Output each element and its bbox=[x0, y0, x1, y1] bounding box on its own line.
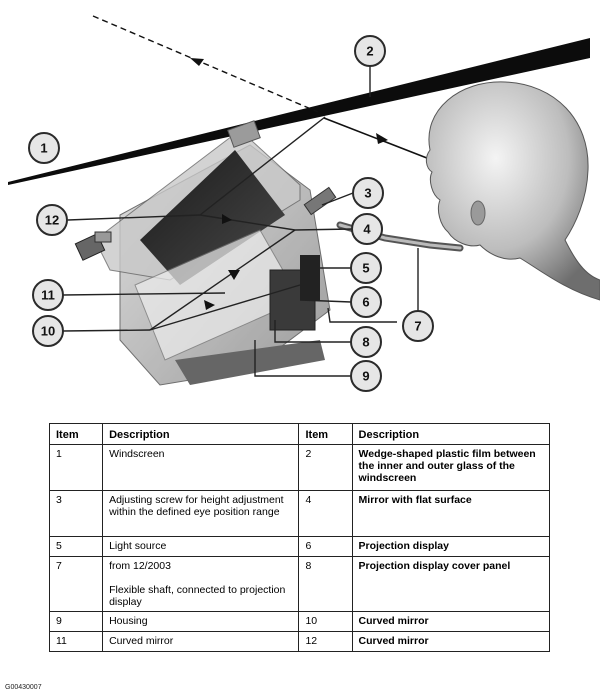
connector-icon bbox=[74, 231, 112, 261]
item-number: 6 bbox=[298, 536, 353, 557]
svg-text:2: 2 bbox=[366, 44, 373, 59]
item-description: Housing bbox=[102, 611, 300, 632]
item-description: Curved mirror bbox=[351, 611, 551, 632]
callout-1: 1 bbox=[28, 132, 60, 164]
item-description: Light source bbox=[102, 536, 300, 557]
item-description: Adjusting screw for height adjustment wi… bbox=[102, 490, 300, 537]
callout-2: 2 bbox=[354, 35, 386, 67]
svg-text:8: 8 bbox=[362, 335, 369, 350]
callout-6: 6 bbox=[350, 286, 382, 318]
item-description: Windscreen bbox=[102, 444, 300, 491]
header-item: Item bbox=[298, 423, 353, 445]
callout-5: 5 bbox=[350, 252, 382, 284]
callout-11: 11 bbox=[32, 279, 64, 311]
header-item: Item bbox=[48, 423, 104, 445]
table-row: 1 Windscreen 2 Wedge-shaped plastic film… bbox=[48, 444, 551, 491]
item-description: Projection display cover panel bbox=[351, 556, 551, 612]
virtual-image-ray bbox=[92, 15, 319, 113]
header-description: Description bbox=[102, 423, 300, 445]
item-number: 5 bbox=[48, 536, 104, 557]
item-number: 8 bbox=[298, 556, 353, 612]
callout-3: 3 bbox=[352, 177, 384, 209]
item-number: 4 bbox=[298, 490, 353, 537]
item-description: Projection display bbox=[351, 536, 551, 557]
internal-ray-arrow-icon bbox=[204, 300, 215, 310]
svg-text:6: 6 bbox=[362, 295, 369, 310]
internal-ray-3 bbox=[149, 229, 296, 331]
figure-code: G00430007 bbox=[5, 684, 42, 691]
item-number: 2 bbox=[298, 444, 353, 491]
item-number: 3 bbox=[48, 490, 104, 537]
hud-unit bbox=[94, 120, 331, 386]
item-description: Wedge-shaped plastic film between the in… bbox=[351, 444, 551, 491]
internal-ray-arrow-icon bbox=[228, 270, 240, 280]
item-number: 10 bbox=[298, 611, 353, 632]
driver-head bbox=[425, 81, 600, 301]
eye-ray-arrow-icon bbox=[376, 133, 388, 144]
callout-10: 10 bbox=[32, 315, 64, 347]
table-row: 3 Adjusting screw for height adjustment … bbox=[48, 490, 551, 537]
table-row: 11 Curved mirror 12 Curved mirror bbox=[48, 631, 551, 652]
item-number: 12 bbox=[298, 631, 353, 652]
item-description: from 12/2003 Flexible shaft, connected t… bbox=[102, 556, 300, 612]
internal-ray-4 bbox=[149, 284, 301, 331]
item-description: Curved mirror bbox=[351, 631, 551, 652]
legend-table: Item Description Item Description 1 Wind… bbox=[48, 423, 551, 652]
svg-text:11: 11 bbox=[41, 288, 55, 303]
item-number: 7 bbox=[48, 556, 104, 612]
hud-diagram: 1 2 3 4 5 6 7 8 9 10 11 12 bbox=[8, 15, 600, 392]
item-description: Curved mirror bbox=[102, 631, 300, 652]
svg-text:1: 1 bbox=[40, 141, 47, 156]
callout-4: 4 bbox=[351, 213, 383, 245]
svg-text:12: 12 bbox=[45, 213, 59, 228]
callout-9: 9 bbox=[350, 360, 382, 392]
ray-arrow-icon bbox=[190, 58, 204, 66]
internal-ray-2 bbox=[199, 214, 296, 231]
svg-text:10: 10 bbox=[41, 324, 55, 339]
svg-text:5: 5 bbox=[362, 261, 369, 276]
internal-ray-1 bbox=[199, 116, 326, 216]
table-row: 5 Light source 6 Projection display bbox=[48, 536, 551, 557]
svg-text:4: 4 bbox=[363, 222, 371, 237]
header-description: Description bbox=[351, 423, 551, 445]
callout-12: 12 bbox=[36, 204, 68, 236]
item-number: 9 bbox=[48, 611, 104, 632]
windscreen bbox=[8, 38, 590, 185]
svg-text:7: 7 bbox=[414, 319, 421, 334]
item-number: 11 bbox=[48, 631, 104, 652]
callout-8: 8 bbox=[350, 326, 382, 358]
internal-ray-arrow-icon bbox=[222, 214, 232, 224]
table-row: 9 Housing 10 Curved mirror bbox=[48, 611, 551, 632]
table-row: 7 from 12/2003 Flexible shaft, connected… bbox=[48, 556, 551, 612]
item-number: 1 bbox=[48, 444, 104, 491]
item-description: Mirror with flat surface bbox=[351, 490, 551, 537]
table-header-row: Item Description Item Description bbox=[48, 423, 551, 445]
svg-text:9: 9 bbox=[362, 369, 369, 384]
callout-7: 7 bbox=[402, 310, 434, 342]
svg-text:3: 3 bbox=[364, 186, 371, 201]
